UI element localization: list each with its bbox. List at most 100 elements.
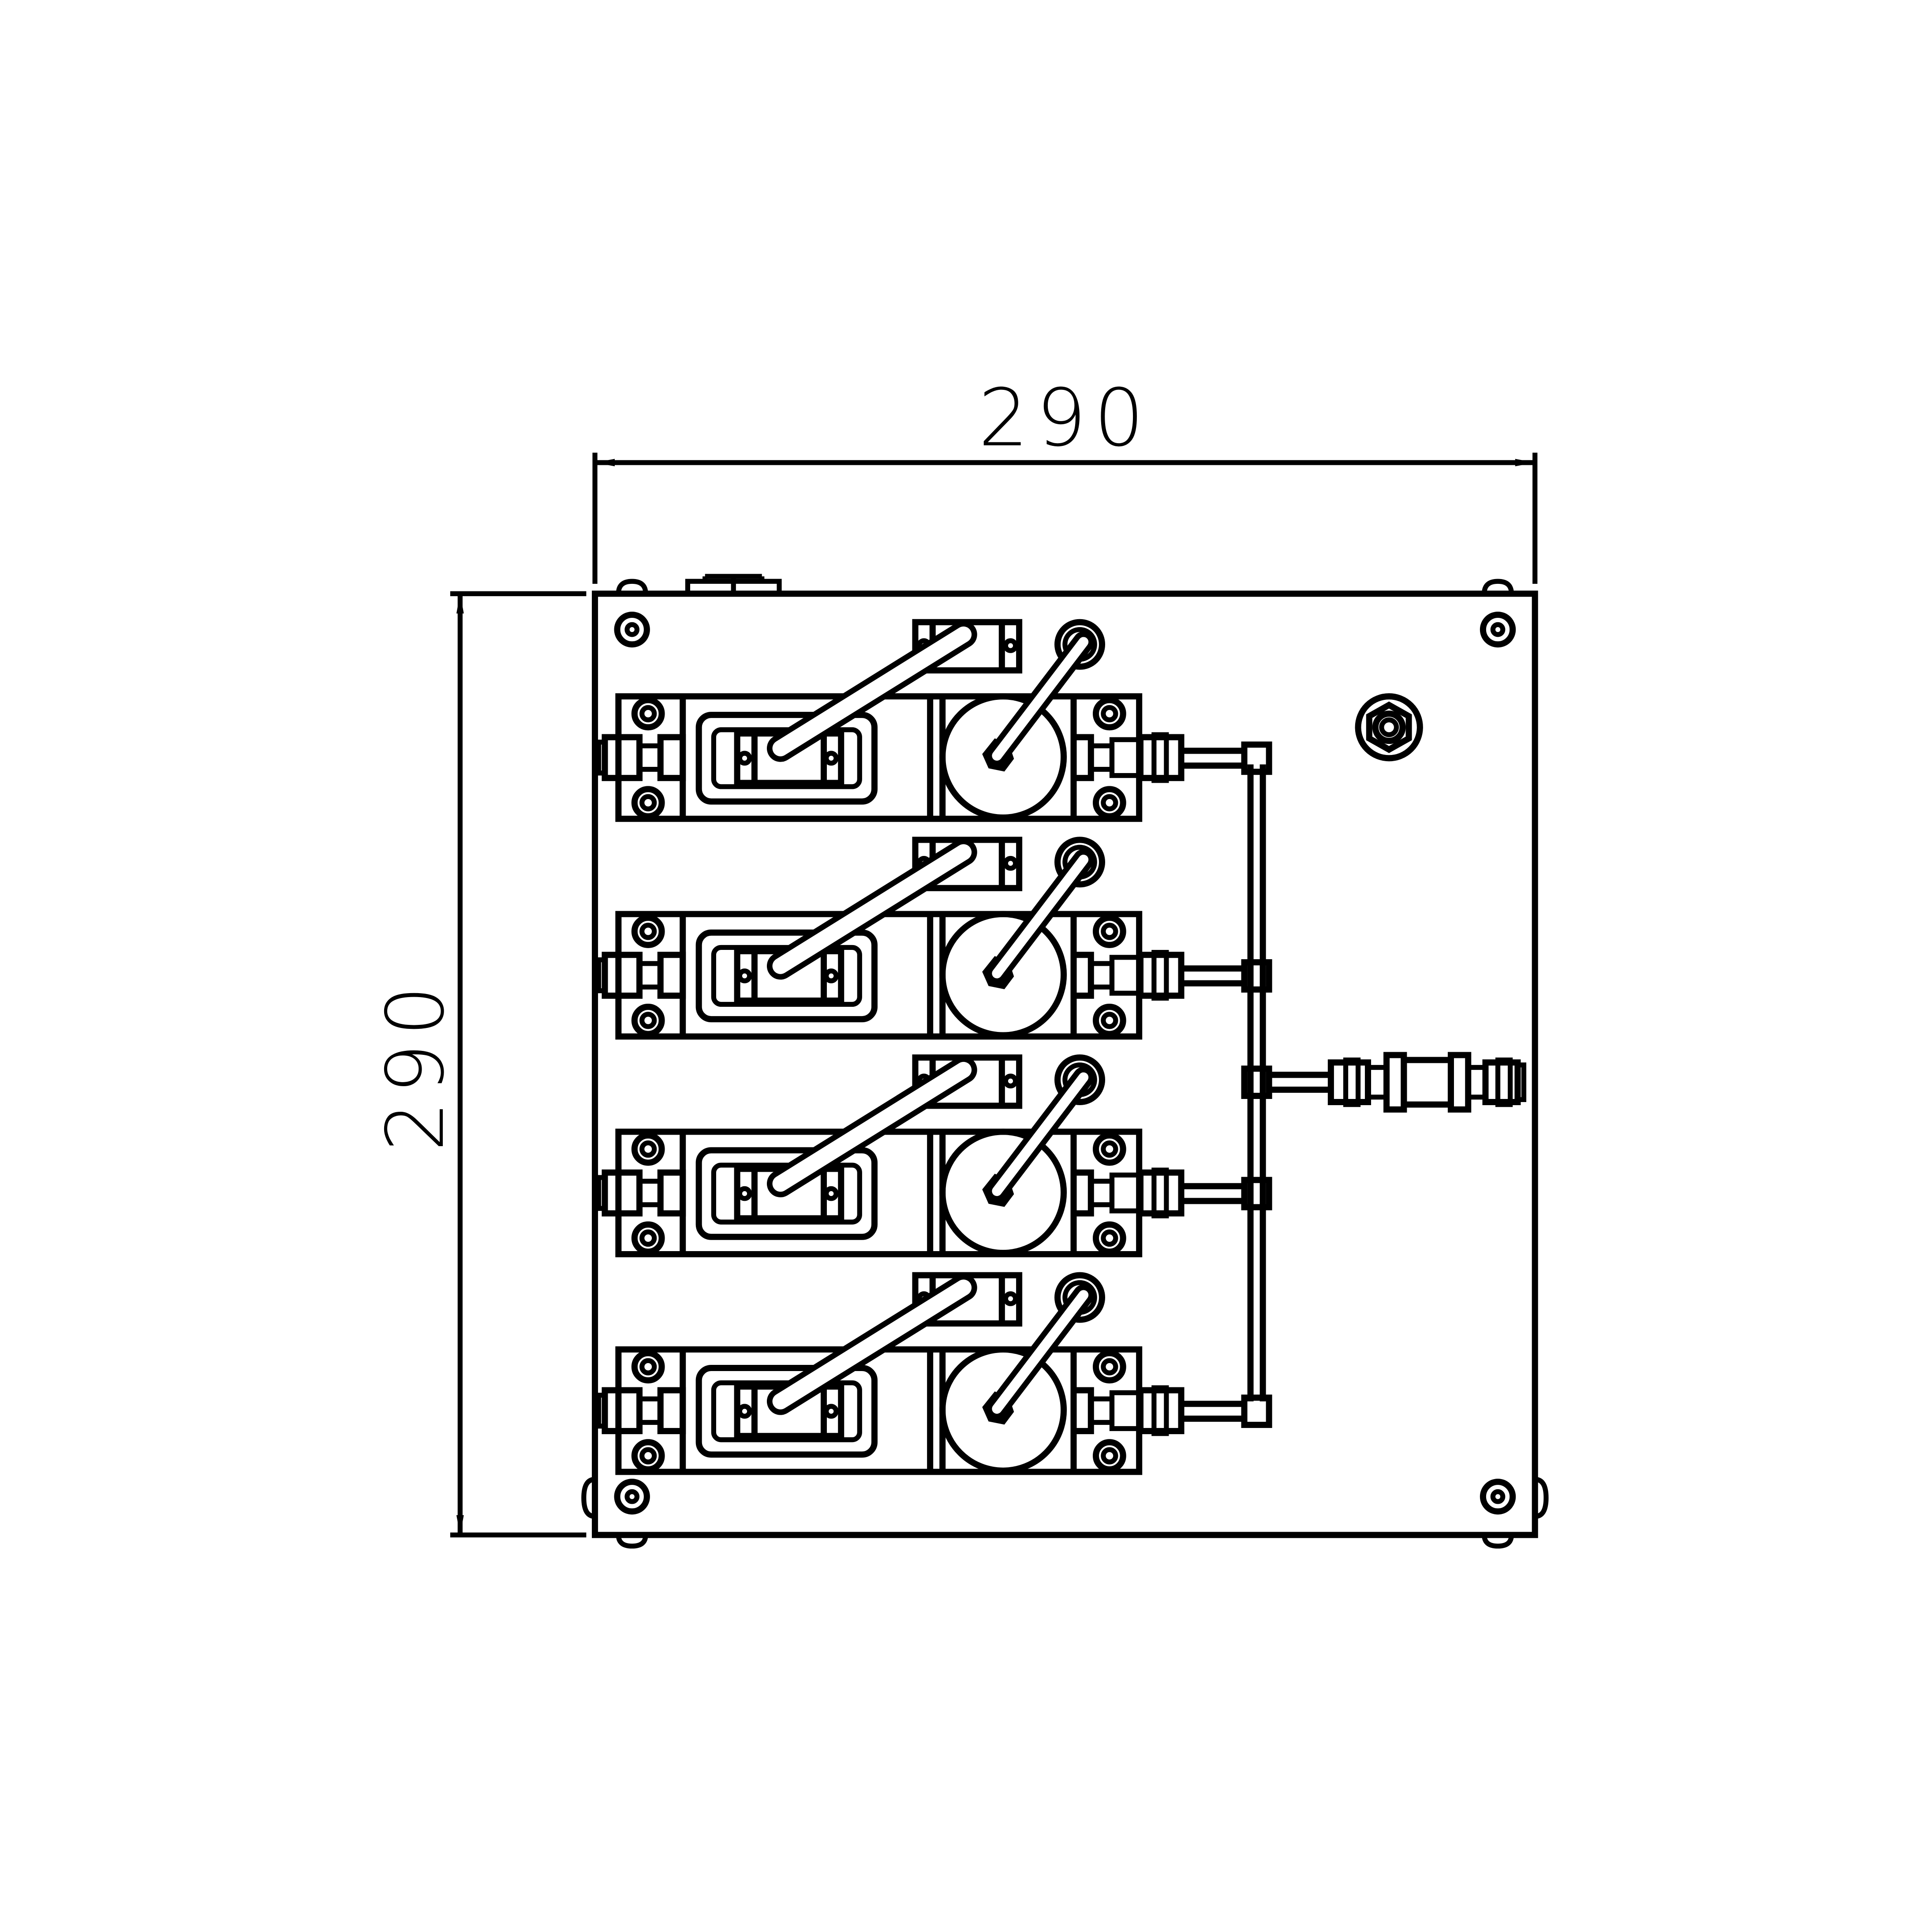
meter-pin (737, 1186, 752, 1201)
manifold-tee (1241, 1394, 1272, 1428)
regulator-row (596, 1272, 1272, 1475)
screw-icon (614, 611, 650, 648)
short-rod-inner (992, 1072, 1089, 1196)
inlet-nut (602, 1387, 643, 1435)
dim-width-arrow-right (1515, 459, 1535, 467)
outlet-stem (1088, 1396, 1115, 1425)
screw-socket (1101, 1358, 1118, 1375)
screw-socket (1101, 1012, 1118, 1029)
gauge-icon (939, 1346, 1067, 1474)
screw-icon (631, 1004, 665, 1037)
inlet-tip (596, 957, 608, 994)
ring-icon (1054, 1054, 1106, 1106)
screw-socket (1101, 794, 1118, 811)
meter-pin (823, 1186, 839, 1201)
gauge-icon (939, 693, 1067, 821)
screw-icon (631, 786, 665, 820)
screw-socket (639, 794, 657, 811)
dim-height-arrow-top (456, 594, 464, 614)
regulator-row (596, 1054, 1272, 1258)
dimension-width: 290 (592, 372, 1538, 584)
outlet-stem (1088, 1178, 1115, 1207)
diagonal-tube-inner (772, 1279, 972, 1409)
inlet-nut (602, 734, 643, 781)
screw-icon (1092, 697, 1126, 731)
meter-pin (737, 751, 752, 766)
regulator-row (596, 619, 1272, 822)
screw-icon (631, 1439, 665, 1473)
inlet-nut (602, 952, 643, 999)
diagonal-tube-inner (772, 844, 972, 974)
short-rod-inner (992, 637, 1089, 761)
top-tab (685, 574, 782, 596)
screw-socket (1101, 705, 1118, 722)
screw-socket (639, 705, 657, 722)
dim-width-arrow-left (595, 459, 615, 467)
corner-feet (581, 579, 1549, 1549)
screw-socket (1101, 1140, 1118, 1158)
outlet-nut (1137, 952, 1185, 999)
manifold-tee (1241, 1177, 1272, 1211)
screw-socket (1101, 1229, 1118, 1247)
screw-socket (639, 1229, 657, 1247)
outlet-fitting (1327, 1052, 1527, 1113)
diagonal-tube-inner (772, 626, 972, 757)
screw-socket (1101, 1447, 1118, 1465)
hex-nut-icon (1355, 693, 1423, 762)
outlet-nut (1137, 1169, 1185, 1217)
inlet-stem (637, 743, 663, 772)
diagonal-tube-inner (772, 1061, 972, 1192)
screw-icon (1092, 1439, 1126, 1473)
screw-icon (631, 915, 665, 948)
screw-icon (1092, 1004, 1126, 1037)
dimension-height: 290 (370, 591, 587, 1538)
manifold-tee (1241, 959, 1272, 993)
corner-screws (614, 611, 1516, 1515)
screw-socket (639, 1447, 657, 1465)
inlet-tip (596, 1175, 608, 1211)
outlet-body (1070, 734, 1094, 781)
outlet-ring (1151, 732, 1169, 783)
outlet-ring (1151, 950, 1169, 1001)
inlet-stem (637, 1396, 663, 1425)
meter-pin (823, 751, 839, 766)
inlet-body (657, 1169, 686, 1217)
screw-icon (1092, 786, 1126, 820)
outlet-body (1070, 1169, 1094, 1217)
manifold-tee (1241, 741, 1272, 775)
short-rod-inner (992, 855, 1089, 979)
screw-icon (1092, 915, 1126, 948)
screw-socket (639, 923, 657, 940)
clamp-pin (1003, 856, 1018, 871)
inlet-stem (637, 1178, 663, 1207)
inlet-body (657, 734, 686, 781)
meter-window (695, 929, 878, 1023)
clamp-pin (1003, 1073, 1018, 1089)
inlet-tip (596, 1393, 608, 1429)
outlet-ring (1151, 1167, 1169, 1218)
panel-outline (592, 590, 1538, 1538)
screw-icon (1092, 1221, 1126, 1255)
regulator-row (596, 837, 1272, 1040)
meter-pin (823, 968, 839, 983)
ring-icon (1054, 1272, 1106, 1323)
ring-icon (1054, 619, 1106, 670)
outlet-ring (1151, 1385, 1169, 1436)
clamp-pin (1003, 638, 1018, 653)
meter-window (695, 1147, 878, 1240)
screw-icon (631, 697, 665, 731)
dim-height-label: 290 (370, 978, 462, 1151)
screw-icon (1480, 1479, 1516, 1515)
screw-socket (639, 1140, 657, 1158)
screw-icon (1092, 1350, 1126, 1384)
screw-socket (1101, 923, 1118, 940)
inlet-body (657, 1387, 686, 1435)
ring-icon (1054, 837, 1106, 888)
inlet-tip (596, 740, 608, 776)
outlet-body (1070, 952, 1094, 999)
gauge-icon (939, 911, 1067, 1039)
meter-pin (737, 1404, 752, 1419)
screw-icon (631, 1350, 665, 1384)
clamp-pin (1003, 1291, 1018, 1306)
outlet-nut (1137, 734, 1185, 781)
